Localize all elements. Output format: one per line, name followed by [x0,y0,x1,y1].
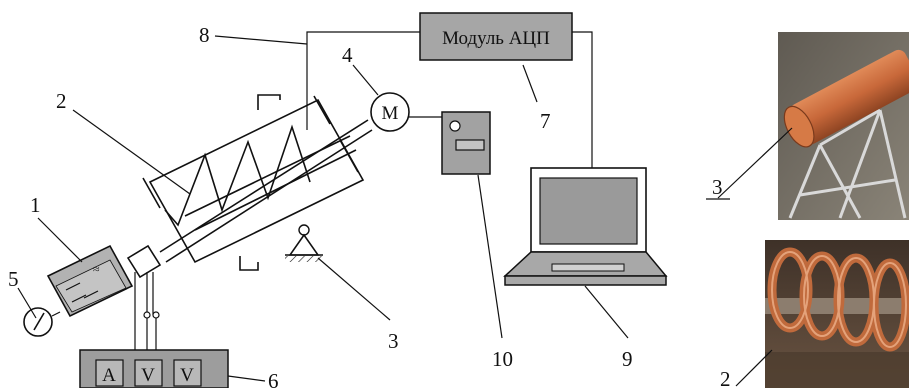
callout-2: 2 [56,89,67,113]
adc-module: Модуль АЦП [419,12,573,61]
voltmeter-2 [173,359,202,387]
voltmeter-2-label: V [180,365,194,386]
meter-panel: A V V [79,349,229,388]
callout-5: 5 [8,267,19,291]
heat-exchanger [142,94,365,271]
panel-wires [134,272,160,350]
callout-3: 3 [388,329,399,353]
callout-4: 4 [342,43,353,67]
motor: M [370,92,410,132]
hinged-support [285,224,323,262]
coupling [126,244,162,279]
photo-copper-coils: 2 [720,240,909,388]
callout-7: 7 [540,109,551,133]
heater-vessel: ≈ [46,244,134,318]
adc-module-label: Модуль АЦП [442,28,550,49]
callout-10: 10 [492,347,513,371]
svg-text:≈: ≈ [93,262,100,276]
callout-numbers: 1 2 3 4 5 6 7 8 9 10 [8,23,633,388]
photo-top-callout: 3 [712,175,723,199]
voltmeter-1 [134,359,163,387]
callout-1: 1 [30,193,41,217]
ammeter-label: A [102,365,116,386]
computer-unit [441,111,491,175]
ammeter [95,359,124,387]
callout-9: 9 [622,347,633,371]
shaft [159,119,373,263]
laptop [503,167,668,286]
pressure-gauge [23,307,61,337]
motor-label: M [382,103,399,124]
voltmeter-1-label: V [141,365,155,386]
photo-bottom-callout: 2 [720,367,731,388]
leader-lines [17,64,629,382]
signal-wires [214,31,593,168]
callout-6: 6 [268,369,279,388]
callout-8: 8 [199,23,210,47]
photo-tube-on-stand: 3 [706,32,909,220]
